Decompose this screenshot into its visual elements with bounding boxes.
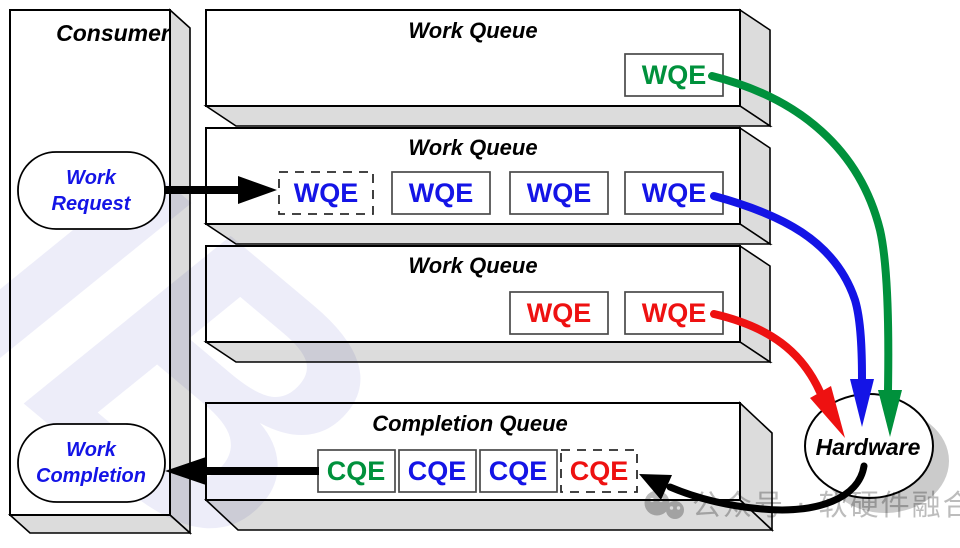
work-completion-arrowhead xyxy=(165,457,206,485)
red-arrow-curve xyxy=(710,310,824,396)
cqe-green-box xyxy=(317,449,396,493)
work-request-shape xyxy=(17,151,166,230)
wqe-blue-3-label: WQE xyxy=(527,178,592,208)
wqe-blue-3-box xyxy=(509,171,609,215)
work-completion-line1: Work xyxy=(66,439,117,461)
wechat-caption: 公众号 · 软硬件融合 xyxy=(692,488,960,522)
hardware-arrow-curve xyxy=(666,462,868,514)
completion-queue-bottom-face xyxy=(203,499,775,531)
wqe-blue-1-box xyxy=(278,171,374,215)
wqe-blue-4-label: WQE xyxy=(642,178,707,208)
green-arrow-curve xyxy=(708,72,893,394)
cqe-blue-2: CQE xyxy=(479,449,558,493)
cqe-blue-2-box xyxy=(479,449,558,493)
wechat-icon-eye xyxy=(649,497,655,503)
work-request-to-wqe-arrow xyxy=(164,176,277,204)
hardware-label: Hardware xyxy=(816,434,921,460)
wqe-to-hardware-arrows xyxy=(708,72,902,438)
green-arrowhead xyxy=(878,390,902,437)
consumer-title: Consumer xyxy=(56,20,171,46)
red-arrowhead xyxy=(810,386,845,438)
cqe-blue-1: CQE xyxy=(398,449,477,493)
work-completion-oval: Work Completion xyxy=(17,423,166,503)
cqe-to-work-completion-arrow xyxy=(165,457,319,485)
wqe-red-1-label: WQE xyxy=(527,298,592,328)
wechat-icon-bubble-small xyxy=(666,501,684,519)
wqe-blue-3: WQE xyxy=(509,171,609,215)
cqe-green: CQE xyxy=(317,449,396,493)
cqe-green-label: CQE xyxy=(327,456,386,486)
cqe-red-label: CQE xyxy=(570,456,629,486)
wqe-blue-4: WQE xyxy=(624,171,724,215)
cqe-red-box xyxy=(560,449,638,493)
wqe-blue-1-label: WQE xyxy=(294,178,359,208)
work-queue-blue-title: Work Queue xyxy=(408,135,537,160)
wqe-blue-2-label: WQE xyxy=(409,178,474,208)
wechat-icon-bubble-large xyxy=(644,490,670,516)
work-request-oval: Work Request xyxy=(17,151,166,230)
wqe-blue-2-box xyxy=(391,171,491,215)
wqe-blue-1-dashed: WQE xyxy=(278,171,374,215)
work-queue-green-bottom-face xyxy=(203,105,773,127)
wqe-green-1-box xyxy=(624,53,724,97)
wqe-green-1-label: WQE xyxy=(642,60,707,90)
blue-arrowhead xyxy=(850,379,874,427)
cqe-blue-1-box xyxy=(398,449,477,493)
work-request-arrowhead xyxy=(238,176,277,204)
wqe-blue-4-box xyxy=(624,171,724,215)
work-request-line1: Work xyxy=(66,167,117,189)
cqe-blue-1-label: CQE xyxy=(408,456,467,486)
wqe-green-1: WQE xyxy=(624,53,724,97)
wqe-red-1: WQE xyxy=(509,291,609,335)
wechat-icon-eye xyxy=(676,506,681,510)
work-completion-line2: Completion xyxy=(36,465,146,487)
wechat-icon xyxy=(644,490,684,519)
wechat-icon-eye xyxy=(669,506,674,510)
wqe-red-2: WQE xyxy=(624,291,724,335)
work-queue-green-title: Work Queue xyxy=(408,18,537,43)
work-request-line2: Request xyxy=(52,193,132,215)
cqe-red-dashed: CQE xyxy=(560,449,638,493)
wqe-red-1-box xyxy=(509,291,609,335)
blue-arrow-curve xyxy=(710,192,866,383)
wechat-watermark: 公众号 · 软硬件融合 xyxy=(644,488,960,522)
wqe-blue-2: WQE xyxy=(391,171,491,215)
work-queue-red-title: Work Queue xyxy=(408,253,537,278)
wechat-icon-eye xyxy=(658,497,664,503)
work-completion-shape xyxy=(17,423,166,503)
cqe-blue-2-label: CQE xyxy=(489,456,548,486)
completion-queue-title: Completion Queue xyxy=(372,411,568,436)
wqe-red-2-label: WQE xyxy=(642,298,707,328)
